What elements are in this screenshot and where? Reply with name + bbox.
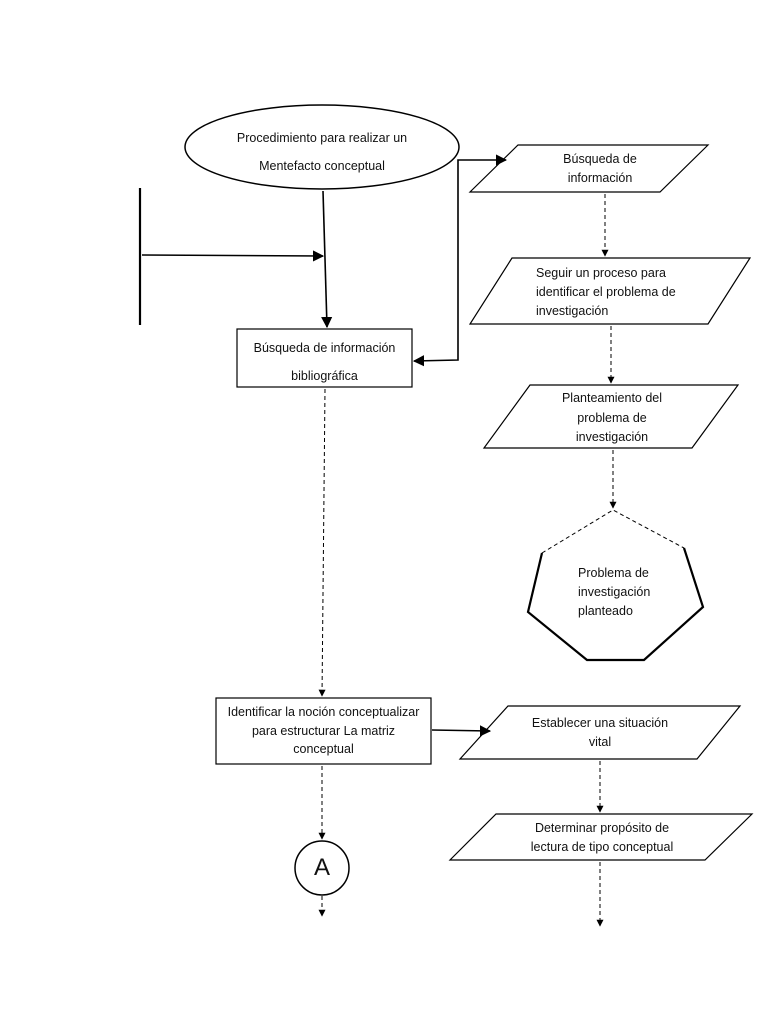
problema-planteado-line-2: investigación xyxy=(578,585,651,599)
planteamiento-line-1: Planteamiento del xyxy=(561,391,663,405)
planteamiento-line-2: problema de xyxy=(577,410,647,425)
connector-a-circle xyxy=(294,840,350,896)
problema-planteado-label: Problema de investigación planteado xyxy=(578,564,688,621)
situacion-vital-line-2: vital xyxy=(588,735,612,749)
seguir-proceso-line-2: identificar el problema de xyxy=(536,285,676,299)
busqueda-informacion-label: Búsqueda de información xyxy=(500,150,700,188)
solid-connectors xyxy=(138,154,508,737)
planteamiento-label: Planteamiento del problema de investigac… xyxy=(512,389,712,448)
identificar-nocion-line-1: Identificar la noción conceptualizar xyxy=(227,705,420,719)
start-label: Procedimiento para realizar un Mentefact… xyxy=(200,124,444,180)
planteamiento-shape xyxy=(482,384,740,449)
connector-a-label: A xyxy=(313,854,330,881)
busqueda-informacion-line-2: información xyxy=(567,171,633,185)
busqueda-bibliografica-box xyxy=(236,328,413,388)
seguir-proceso-line-3: investigación xyxy=(536,304,609,318)
busqueda-informacion-line-1: Búsqueda de xyxy=(563,152,637,166)
proposito-lectura-line-2: lectura de tipo conceptual xyxy=(530,840,674,854)
situacion-vital-line-1: Establecer una situación xyxy=(531,716,669,730)
start-line-1: Procedimiento para realizar un xyxy=(236,131,408,145)
problema-planteado-line-1: Problema de xyxy=(578,566,649,580)
start-ellipse xyxy=(184,104,460,190)
proposito-lectura-shape xyxy=(448,813,754,861)
situacion-vital-label: Establecer una situación vital xyxy=(500,714,700,752)
dashed-connectors xyxy=(318,194,617,927)
problema-planteado-heptagon xyxy=(526,509,705,662)
problema-planteado-line-3: planteado xyxy=(578,604,633,618)
identificar-nocion-line-3: conceptual xyxy=(293,742,354,756)
seguir-proceso-label: Seguir un proceso para identificar el pr… xyxy=(536,264,746,321)
start-line-2: Mentefacto conceptual xyxy=(259,159,385,173)
identificar-nocion-label: Identificar la noción conceptualizar par… xyxy=(216,703,431,759)
identificar-nocion-line-2: para estructurar La matriz xyxy=(251,723,396,738)
seguir-proceso-line-1: Seguir un proceso para xyxy=(536,266,666,280)
planteamiento-line-3: investigación xyxy=(575,430,649,444)
proposito-lectura-line-1: Determinar propósito de xyxy=(534,821,670,835)
proposito-lectura-label: Determinar propósito de lectura de tipo … xyxy=(492,819,712,857)
identificar-nocion-box xyxy=(215,697,432,765)
busqueda-bibliografica-line-2: bibliográfica xyxy=(291,369,358,383)
busqueda-bibliografica-label: Búsqueda de información bibliográfica xyxy=(237,334,412,390)
busqueda-bibliografica-line-1: Búsqueda de información xyxy=(253,341,396,355)
situacion-vital-shape xyxy=(458,705,742,760)
